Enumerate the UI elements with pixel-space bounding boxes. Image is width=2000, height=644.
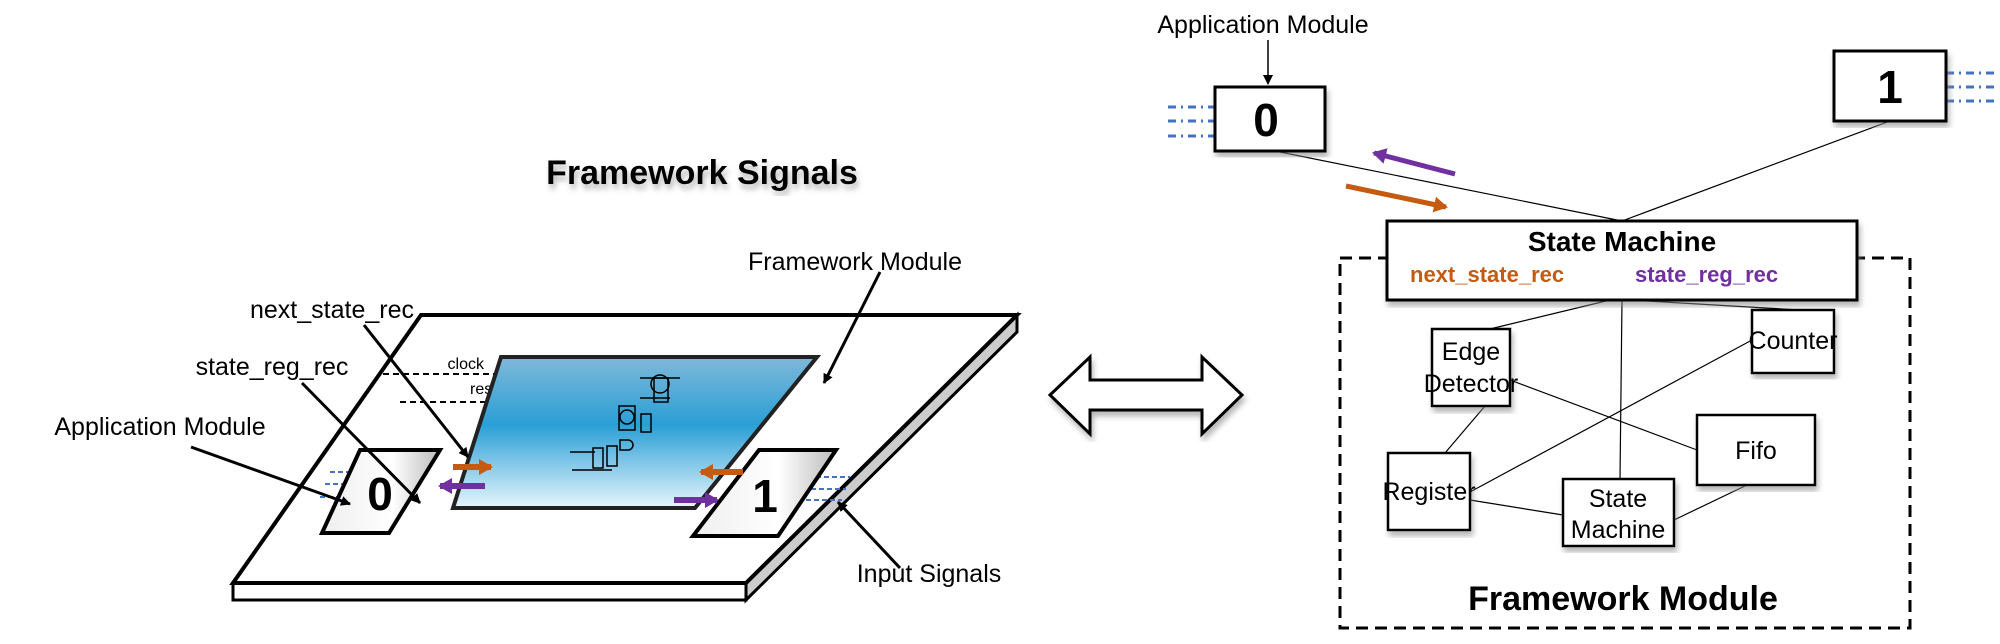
state-machine-top-block: State Machine next_state_rec state_reg_r…	[1385, 219, 1859, 302]
input-signals-label: Input Signals	[857, 560, 1002, 588]
framework-module-hierarchy: Framework Module Application Module 0 1	[1157, 11, 1995, 630]
fifo-label: Fifo	[1735, 437, 1777, 465]
module-0-label-right: 0	[1253, 94, 1279, 146]
circuit-icon	[570, 374, 680, 471]
double-arrow-icon	[1047, 353, 1245, 438]
next-state-arrow-right	[1345, 183, 1448, 213]
module-1-label-right: 1	[1877, 61, 1903, 113]
next-state-rec-label: next_state_rec	[250, 296, 414, 324]
edge-detector-label-line2: Detector	[1424, 370, 1518, 398]
block-counter: Counter	[1749, 308, 1838, 375]
module-1-label: 1	[752, 470, 778, 522]
framework-signals-panel: Framework Signals clock reset	[54, 154, 1022, 604]
state-machine-block-line1: State	[1589, 485, 1647, 513]
framework-signals-title: Framework Signals	[546, 154, 858, 192]
application-module-label-right: Application Module	[1157, 11, 1368, 39]
connections	[1274, 120, 1891, 521]
block-fifo: Fifo	[1695, 413, 1817, 487]
application-module-0: 0	[318, 448, 444, 535]
callouts	[190, 271, 902, 570]
state-reg-arrow-right	[1372, 148, 1456, 177]
block-edge-detector: Edge Detector	[1424, 327, 1518, 408]
block-state-machine: State Machine	[1561, 477, 1676, 548]
register-label: Register	[1382, 478, 1475, 506]
state-machine-block-line2: Machine	[1571, 516, 1666, 544]
state-reg-rec-label: state_reg_rec	[196, 353, 349, 381]
counter-label: Counter	[1749, 327, 1838, 355]
clock-label: clock	[448, 356, 485, 373]
block-register: Register	[1382, 451, 1476, 532]
framework-module-panel	[450, 355, 822, 510]
framework-module-label: Framework Module	[748, 248, 962, 276]
module-1-block: 1	[1832, 49, 1995, 123]
framework-module-title: Framework Module	[1468, 580, 1778, 618]
module-0-block: 0	[1168, 85, 1327, 153]
application-module-label: Application Module	[54, 413, 265, 441]
signal-arrows-left	[438, 459, 743, 508]
application-module-1: 1	[688, 448, 850, 538]
edge-detector-label-line1: Edge	[1442, 338, 1500, 366]
module-0-label: 0	[367, 468, 393, 520]
state-reg-rec-signal: state_reg_rec	[1635, 262, 1778, 287]
state-machine-title: State Machine	[1528, 226, 1716, 257]
next-state-rec-signal: next_state_rec	[1410, 262, 1564, 287]
